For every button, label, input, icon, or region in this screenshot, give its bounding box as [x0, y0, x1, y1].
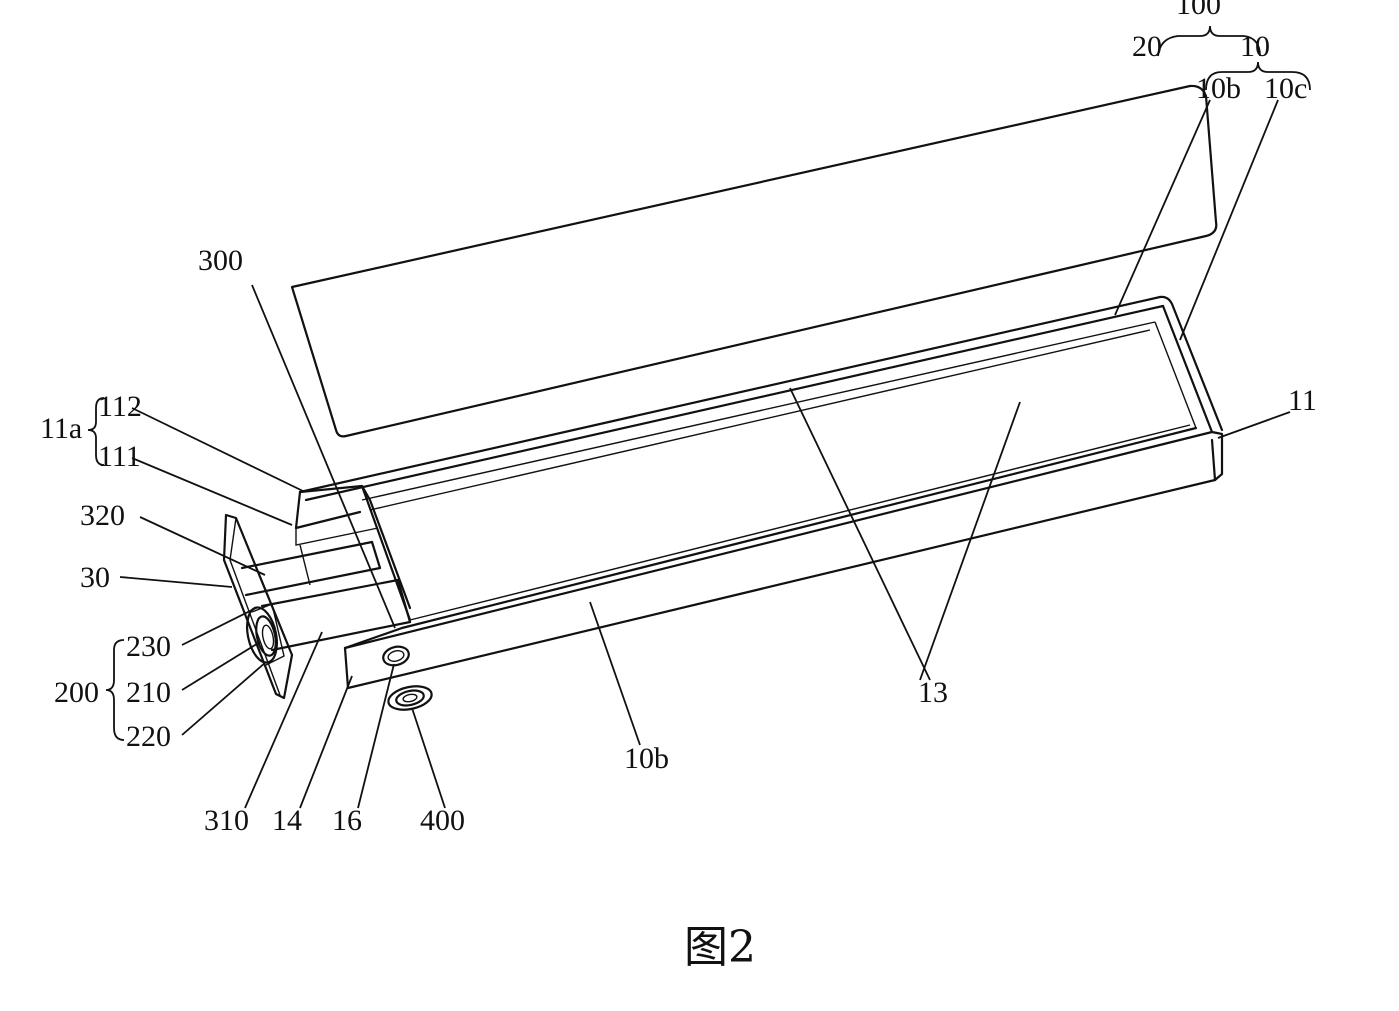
- label-112: 112: [98, 390, 142, 423]
- label-320: 320: [80, 499, 125, 532]
- label-16: 16: [332, 804, 362, 837]
- cover-plate-20: [292, 86, 1216, 436]
- label-11: 11: [1288, 384, 1317, 417]
- label-20: 20: [1132, 30, 1162, 63]
- slide-rod-310: [262, 580, 410, 650]
- label-400: 400: [420, 804, 465, 837]
- label-300: 300: [198, 244, 243, 277]
- screw-400: [386, 683, 434, 714]
- knob-assembly-200: [242, 604, 284, 665]
- label-30: 30: [80, 561, 110, 594]
- label-220: 220: [126, 720, 171, 753]
- label-230: 230: [126, 630, 171, 663]
- label-10b-top: 10b: [1196, 72, 1241, 105]
- label-10: 10: [1240, 30, 1270, 63]
- label-210: 210: [126, 676, 171, 709]
- tray-housing-10: [296, 297, 1222, 688]
- reference-labels: 100 20 10 10b 10c 300 11 11a 112 111 320…: [40, 0, 1317, 837]
- label-13: 13: [918, 676, 948, 709]
- label-14: 14: [272, 804, 302, 837]
- label-200: 200: [54, 676, 99, 709]
- label-310: 310: [204, 804, 249, 837]
- label-111: 111: [98, 440, 141, 473]
- figure-caption: 图2: [684, 922, 756, 973]
- label-10c: 10c: [1264, 72, 1307, 105]
- label-100: 100: [1176, 0, 1221, 21]
- label-10b-bottom: 10b: [624, 742, 669, 775]
- label-11a: 11a: [40, 412, 82, 445]
- leader-lines: [88, 26, 1310, 808]
